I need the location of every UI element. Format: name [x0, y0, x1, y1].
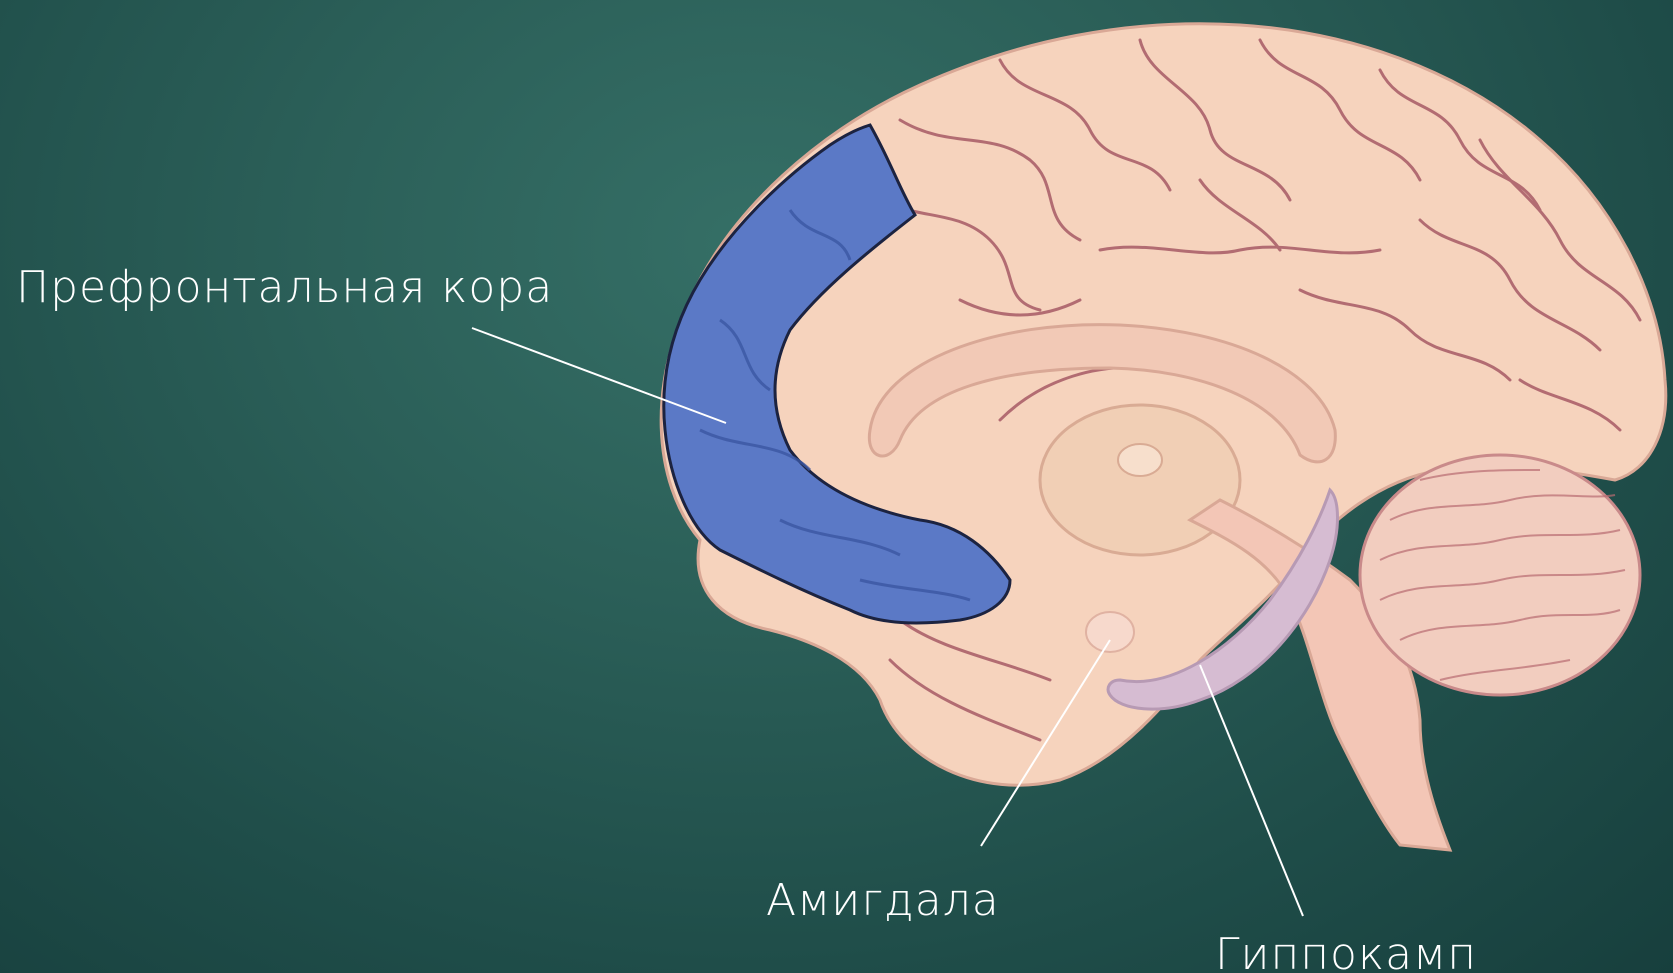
thalamus-inner: [1118, 444, 1162, 476]
thalamus: [1040, 405, 1240, 555]
label-hippocampus: Гиппокамп: [1215, 933, 1477, 973]
amygdala-structure: [1086, 612, 1134, 652]
label-amygdala: Амигдала: [766, 879, 1000, 923]
hippocampus-leader-line: [1200, 665, 1303, 916]
cerebellum: [1360, 455, 1640, 695]
label-prefrontal-cortex: Префронтальная кора: [16, 266, 553, 310]
